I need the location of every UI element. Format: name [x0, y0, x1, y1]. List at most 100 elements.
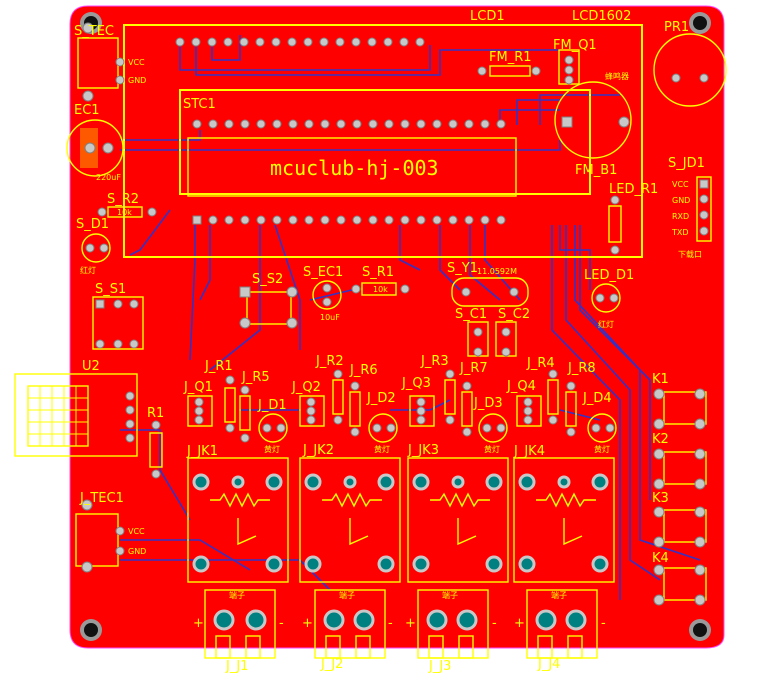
label-jd1-txd: TXD	[671, 228, 689, 237]
label-k2: K2	[652, 432, 669, 447]
silkscreen-labels: LCD1 LCD1602 PR1 S_TEC VCC GND EC1 220uF…	[74, 9, 705, 674]
label-j-jk3: J_JK3	[407, 443, 439, 458]
label-s-tec-vcc: VCC	[128, 58, 145, 67]
s-ec1-outline	[312, 280, 342, 310]
label-s-jd1: S_JD1	[668, 156, 705, 171]
label-s-ec1-val: 10uF	[320, 313, 340, 322]
relay-jk2	[299, 457, 401, 583]
label-s-c2: S_C2	[498, 307, 530, 322]
label-s-d1-color: 红灯	[80, 265, 96, 275]
label-j-j1: J_J1	[225, 659, 248, 674]
label-j-r3: J_R3	[420, 354, 449, 369]
label-s-d1: S_D1	[76, 217, 109, 232]
label-port-2: 端子	[339, 590, 355, 600]
label-minus-2: -	[388, 616, 393, 631]
label-k4: K4	[652, 551, 669, 566]
label-j-r7: J_R7	[459, 361, 488, 376]
relay-driver-1	[187, 375, 288, 443]
label-s-y1-val: 11.0592M	[477, 267, 517, 276]
stc1-top-pins	[192, 119, 506, 129]
label-j-jk4: J_JK4	[513, 444, 545, 459]
label-j-d2: J_D2	[366, 391, 396, 406]
label-lcd1602: LCD1602	[572, 9, 631, 24]
lcd-outline	[123, 24, 643, 258]
led-r1-outline	[608, 205, 622, 243]
label-k3: K3	[652, 491, 669, 506]
relay-driver-2	[299, 369, 398, 443]
u2-outline	[14, 373, 138, 457]
label-fm-r1: FM_R1	[489, 50, 532, 65]
label-buzzer: 蜂鸣器	[605, 71, 629, 81]
label-jd1-gnd: GND	[672, 196, 690, 205]
label-j-jk2: J_JK2	[302, 443, 334, 458]
label-minus-1: -	[279, 616, 284, 631]
label-j-tec1: J_TEC1	[79, 491, 124, 506]
label-j-r2: J_R2	[315, 354, 344, 369]
s-s1-outline	[92, 296, 144, 350]
label-plus-2: +	[302, 616, 313, 631]
label-jd1-rxd: RXD	[672, 212, 689, 221]
label-stc1: STC1	[183, 97, 216, 112]
label-fm-q1: FM_Q1	[553, 38, 597, 53]
label-j-r4: J_R4	[526, 356, 555, 371]
mounting-holes	[80, 12, 711, 641]
label-lcd1: LCD1	[470, 9, 505, 24]
k-buttons	[653, 388, 707, 606]
label-j-d2-color: 黄灯	[374, 444, 390, 454]
label-j-tec1-vcc: VCC	[128, 527, 145, 536]
label-j-j2: J_J2	[320, 657, 343, 672]
label-j-q2: J_Q2	[291, 380, 321, 395]
label-j-q4: J_Q4	[506, 379, 536, 394]
label-led-r1: LED_R1	[609, 182, 658, 197]
label-minus-4: -	[601, 616, 606, 631]
label-j-d3-color: 黄灯	[484, 444, 500, 454]
label-led-d1: LED_D1	[584, 268, 634, 283]
label-minus-3: -	[492, 616, 497, 631]
stc1-bottom-pins	[192, 215, 506, 225]
pr1-outline	[653, 33, 727, 107]
label-j-j3: J_J3	[428, 659, 451, 674]
label-plus-4: +	[514, 616, 525, 631]
label-j-tec1-gnd: GND	[128, 547, 146, 556]
label-s-r2: S_R2	[107, 192, 139, 207]
relay-jk1	[187, 457, 289, 583]
ec1-outline	[66, 119, 124, 177]
stc1-outline	[179, 89, 591, 195]
terminal-blocks	[204, 589, 598, 659]
label-r1: R1	[147, 406, 164, 421]
label-s-r1-val: 10k	[373, 285, 388, 294]
led-d1-outline	[591, 283, 621, 313]
label-j-d1-color: 黄灯	[264, 444, 280, 454]
label-port-4: 端子	[551, 590, 567, 600]
label-fm-b1: FM_B1	[575, 163, 617, 178]
pcb-board	[69, 5, 725, 649]
s-y1-outline	[451, 277, 529, 307]
label-s-tec: S_TEC	[74, 24, 114, 39]
s-jd1-outline	[696, 176, 712, 242]
label-ec1-val: 220uF	[96, 173, 121, 182]
label-u2: U2	[82, 359, 100, 374]
s-r2-outline	[107, 206, 143, 218]
relay-jk3	[407, 457, 509, 583]
board-id-text: mcuclub-hj-003	[270, 156, 439, 180]
fm-r1-outline	[489, 65, 531, 77]
label-pr1: PR1	[664, 20, 689, 35]
label-s-r1: S_R1	[362, 265, 394, 280]
label-j-d1: J_D1	[257, 398, 287, 413]
label-s-tec-gnd: GND	[128, 76, 146, 85]
label-plus-3: +	[405, 616, 416, 631]
label-j-d4-color: 黄灯	[594, 444, 610, 454]
lcd-header-pins	[175, 37, 425, 47]
label-download-port: 下载口	[678, 249, 702, 259]
label-s-s2: S_S2	[252, 272, 283, 287]
label-j-r5: J_R5	[241, 370, 270, 385]
s-d1-outline	[81, 233, 111, 263]
relay-driver-3	[409, 369, 508, 443]
label-plus-1: +	[193, 616, 204, 631]
stc1-body	[187, 137, 517, 197]
label-j-r6: J_R6	[349, 363, 378, 378]
label-s-y1: S_Y1	[447, 261, 478, 276]
label-j-d3: J_D3	[473, 396, 503, 411]
relay-jk4	[513, 457, 615, 583]
